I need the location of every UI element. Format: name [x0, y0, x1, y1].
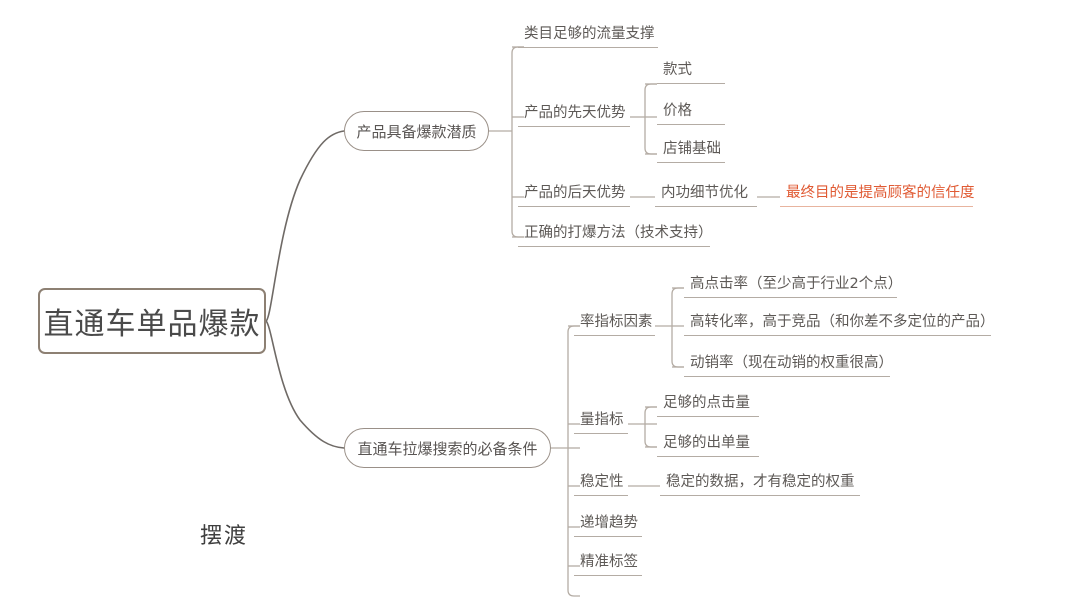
leaf-stable-data-stable-weight[interactable]: 稳定的数据，才有稳定的权重: [660, 474, 860, 496]
leaf-high-conversion-rate[interactable]: 高转化率，高于竞品（和你差不多定位的产品）: [684, 314, 995, 336]
leaf-shop-foundation[interactable]: 店铺基础: [657, 141, 725, 163]
leaf-enough-orders[interactable]: 足够的出单量: [657, 435, 759, 457]
leaf-enough-clicks[interactable]: 足够的点击量: [657, 395, 759, 417]
branch-node-product-potential[interactable]: 产品具备爆款潜质: [344, 111, 489, 151]
watermark-label: 摆渡: [200, 524, 249, 549]
leaf-rate-indicator-factors[interactable]: 率指标因素: [574, 314, 655, 336]
branch-node-search-requirements[interactable]: 直通车拉爆搜索的必备条件: [344, 428, 551, 468]
leaf-stability[interactable]: 稳定性: [574, 474, 628, 496]
leaf-category-traffic[interactable]: 类目足够的流量支撑: [518, 26, 658, 48]
leaf-acquired-advantage[interactable]: 产品的后天优势: [518, 185, 630, 207]
leaf-high-click-rate[interactable]: 高点击率（至少高于行业2个点）: [684, 276, 902, 298]
leaf-innate-advantage[interactable]: 产品的先天优势: [518, 105, 630, 127]
leaf-increasing-trend[interactable]: 递增趋势: [574, 515, 642, 537]
leaf-correct-launch-method[interactable]: 正确的打爆方法（技术支持）: [518, 225, 713, 247]
branch-node-label: 直通车拉爆搜索的必备条件: [357, 439, 538, 458]
leaf-clipped-bottom[interactable]: [580, 592, 970, 596]
leaf-price[interactable]: 价格: [657, 103, 725, 125]
root-node-label: 直通车单品爆款: [43, 307, 261, 342]
leaf-volume-indicator[interactable]: 量指标: [574, 412, 628, 434]
branch-node-label: 产品具备爆款潜质: [356, 122, 477, 141]
leaf-internal-detail-optimization[interactable]: 内功细节优化: [655, 185, 757, 207]
leaf-precise-tags[interactable]: 精准标签: [574, 554, 642, 576]
leaf-build-customer-trust[interactable]: 最终目的是提高顾客的信任度: [780, 185, 975, 207]
root-node[interactable]: 直通车单品爆款: [38, 288, 266, 354]
leaf-style[interactable]: 款式: [657, 62, 725, 84]
leaf-sales-velocity-rate[interactable]: 动销率（现在动销的权重很高）: [684, 355, 893, 377]
